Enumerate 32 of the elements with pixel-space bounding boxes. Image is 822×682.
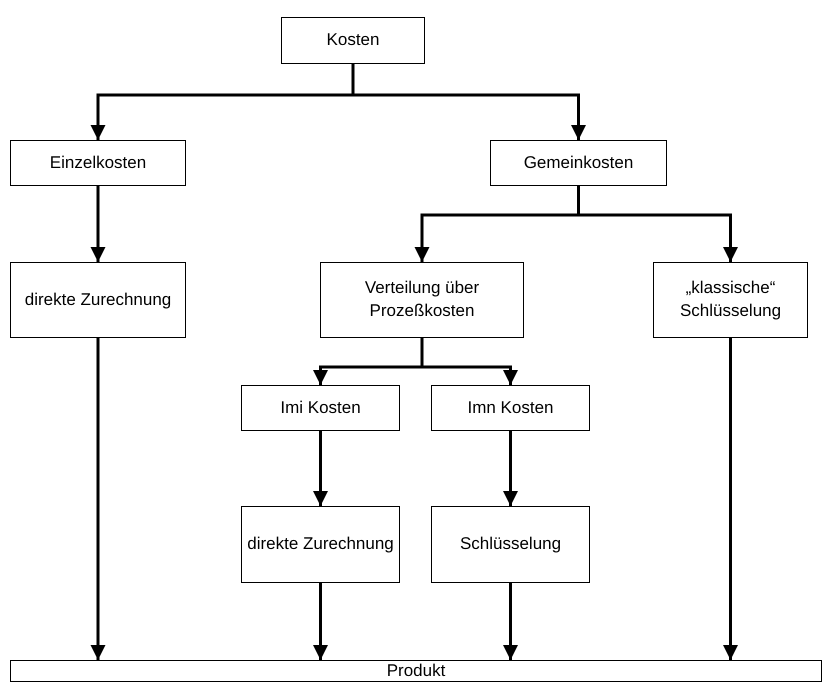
arrow — [352, 64, 586, 140]
process-box — [10, 262, 186, 338]
node-label: direkte Zurechnung — [24, 288, 172, 311]
node-label: Verteilung über Prozeßkosten — [364, 277, 480, 322]
node-label: Einzelkosten — [48, 152, 148, 174]
node-label: Kosten — [326, 29, 380, 52]
arrow — [420, 338, 518, 385]
arrow — [503, 431, 518, 506]
arrow — [577, 186, 738, 262]
process-box — [10, 660, 822, 682]
process-box — [241, 506, 400, 583]
process-box — [490, 140, 667, 186]
process-box — [431, 506, 590, 583]
arrow — [313, 431, 328, 506]
arrow — [723, 338, 738, 660]
process-box — [10, 140, 186, 186]
arrow — [90, 186, 106, 262]
process-box — [431, 385, 590, 431]
arrow — [90, 338, 106, 660]
node-label: Imn Kosten — [466, 396, 554, 419]
node-label: Imi Kosten — [279, 396, 362, 419]
process-box — [320, 262, 524, 338]
arrow — [313, 583, 328, 660]
node-label: Schlüsselung — [458, 533, 562, 556]
node-label: „klassische“ Schlüsselung — [678, 277, 782, 322]
node-label: direkte Zurechnung — [246, 533, 395, 556]
node-label: Gemeinkosten — [522, 152, 634, 174]
arrow — [503, 583, 518, 660]
node-label: Produkt — [386, 660, 446, 682]
process-box — [653, 262, 808, 338]
process-box — [241, 385, 400, 431]
process-box — [281, 17, 425, 64]
